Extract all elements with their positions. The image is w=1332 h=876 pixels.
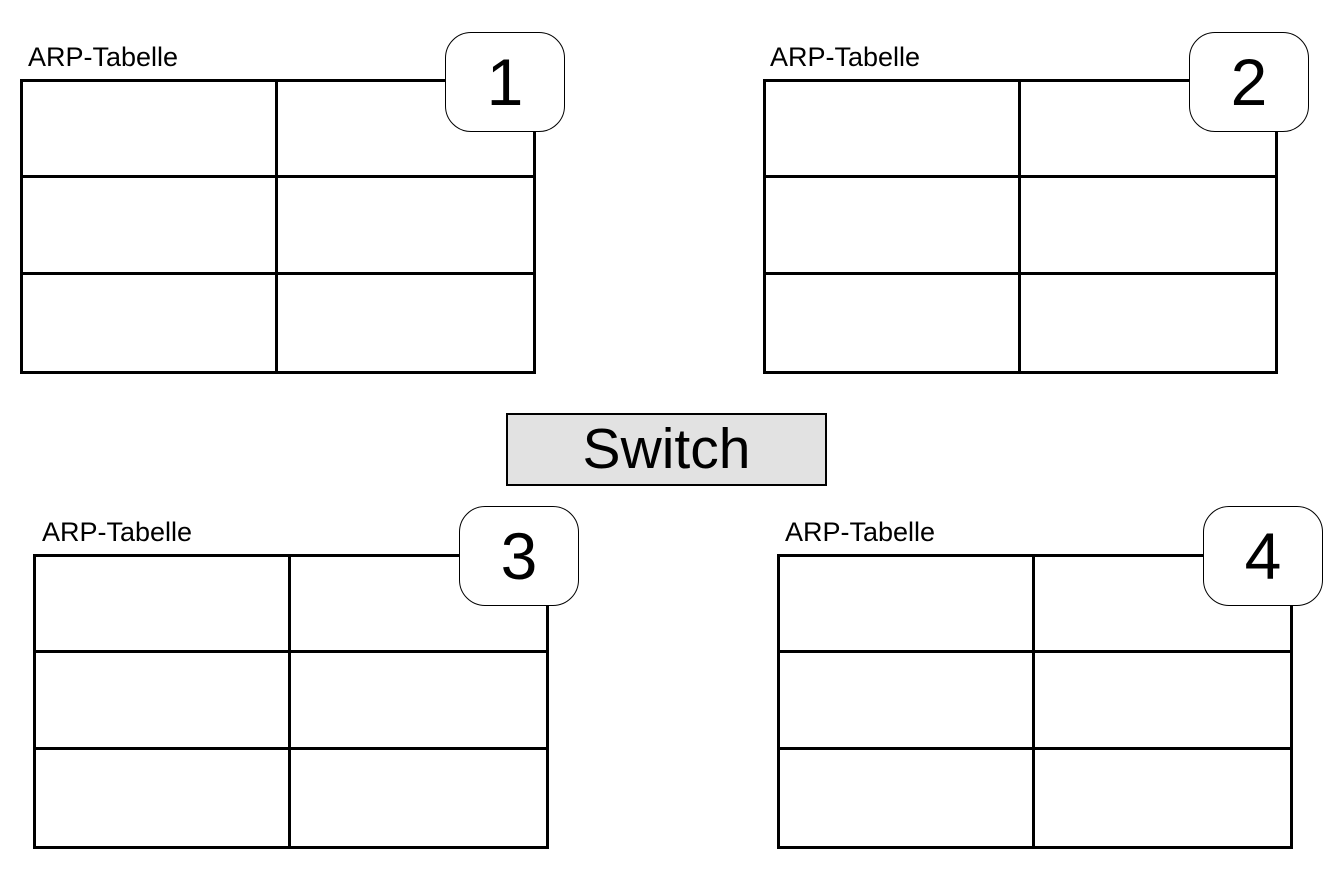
arp-table-4-cell-r2c1[interactable]: [780, 653, 1035, 750]
station-number-badge-1: 1: [445, 32, 565, 132]
arp-table-2-cell-r3c2[interactable]: [1021, 275, 1275, 371]
arp-table-4-cell-r3c2[interactable]: [1035, 750, 1290, 846]
station-number-badge-2: 2: [1189, 32, 1309, 132]
arp-table-3-cell-r3c1[interactable]: [36, 749, 291, 846]
arp-table-1-cell-r3c2[interactable]: [278, 275, 533, 371]
arp-table-1: [20, 79, 536, 374]
arp-table-2-cell-r2c2[interactable]: [1021, 178, 1275, 275]
arp-table-3-cell-r2c1[interactable]: [36, 653, 291, 750]
arp-table-1-cell-r1c2[interactable]: [278, 82, 533, 179]
arp-table-label-1: ARP-Tabelle: [28, 42, 179, 72]
arp-table-2-cell-r1c1[interactable]: [766, 82, 1021, 179]
arp-table-4-cell-r1c2[interactable]: [1035, 557, 1290, 654]
station-number-badge-3: 3: [459, 506, 579, 606]
arp-table-3: [33, 554, 549, 849]
arp-table-label-2: ARP-Tabelle: [770, 42, 921, 72]
switch-box: Switch: [506, 413, 827, 486]
arp-table-3-cell-r1c1[interactable]: [36, 557, 291, 654]
arp-table-label-3: ARP-Tabelle: [42, 517, 193, 547]
arp-table-1-cell-r2c1[interactable]: [23, 178, 278, 275]
arp-table-3-cell-r3c2[interactable]: [291, 750, 546, 846]
arp-table-4: [777, 554, 1293, 849]
arp-table-2-cell-r1c2[interactable]: [1021, 82, 1275, 179]
station-number-badge-4: 4: [1203, 506, 1323, 606]
arp-table-3-cell-r2c2[interactable]: [291, 653, 546, 750]
arp-table-4-cell-r2c2[interactable]: [1035, 653, 1290, 750]
arp-table-1-cell-r2c2[interactable]: [278, 178, 533, 275]
arp-table-2-cell-r3c1[interactable]: [766, 274, 1021, 371]
arp-table-1-cell-r3c1[interactable]: [23, 274, 278, 371]
arp-table-1-cell-r1c1[interactable]: [23, 82, 278, 179]
arp-table-4-cell-r3c1[interactable]: [780, 749, 1035, 846]
arp-table-3-cell-r1c2[interactable]: [291, 557, 546, 654]
arp-table-label-4: ARP-Tabelle: [785, 517, 936, 547]
arp-table-4-cell-r1c1[interactable]: [780, 557, 1035, 654]
arp-table-2-cell-r2c1[interactable]: [766, 178, 1021, 275]
arp-table-2: [763, 79, 1278, 374]
